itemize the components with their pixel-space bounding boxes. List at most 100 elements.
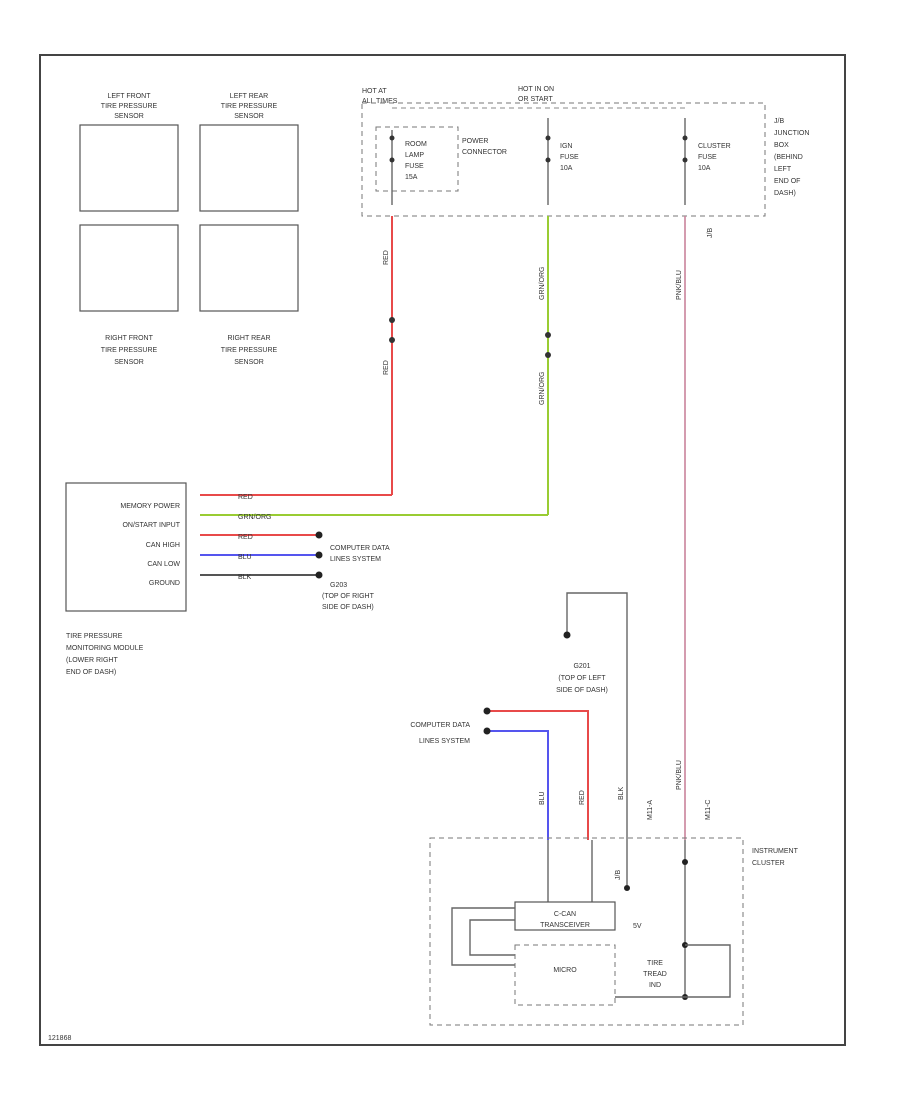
- sensor-label-line: LEFT REAR: [230, 93, 268, 100]
- ground-g201-label: (TOP OF LEFT: [558, 675, 606, 682]
- ign-fuse-label: FUSE: [560, 154, 579, 161]
- tpms-pin-label: MEMORY POWER: [120, 503, 180, 510]
- vertical-wires: RED RED GRN/ORG GRN/ORG PNK/BLU PNK/BLU: [383, 216, 686, 840]
- tpms-pin-label: CAN LOW: [147, 561, 180, 568]
- hot-at-all-times-label: HOT AT: [362, 88, 387, 95]
- micro-label: MICRO: [553, 967, 577, 974]
- can-transceiver-label: TRANSCEIVER: [540, 922, 590, 929]
- sensor-label-line: SENSOR: [114, 359, 144, 366]
- splice-dot: [545, 352, 551, 358]
- computer-data-lines-label: LINES SYSTEM: [330, 556, 381, 563]
- splice-dot: [389, 317, 395, 323]
- tire-tread-label: TIRE: [647, 960, 663, 967]
- junction-box-label: DASH): [774, 190, 796, 197]
- ground-dot: [563, 631, 571, 639]
- terminal-dot: [389, 135, 395, 141]
- connector-dot: [315, 571, 323, 579]
- tpms-module: MEMORY POWER ON/START INPUT CAN HIGH CAN…: [65, 482, 187, 676]
- cluster-fuse-label: 10A: [698, 165, 711, 172]
- instrument-cluster-label: CLUSTER: [752, 860, 785, 867]
- tpms-pin-label: GROUND: [149, 580, 180, 587]
- red-wire-label: RED: [579, 790, 586, 805]
- junction-box: ROOM LAMP FUSE 15A POWER CONNECTOR IGN F…: [361, 102, 809, 238]
- sensor-label-line: TIRE PRESSURE: [101, 103, 158, 110]
- black-wire-label: BLK: [618, 786, 625, 800]
- computer-data-lines-label: LINES SYSTEM: [419, 738, 470, 745]
- terminal-dot: [682, 157, 688, 163]
- blue-wire-label: BLU: [539, 791, 546, 805]
- right-front-sensor: RIGHT FRONT TIRE PRESSURE SENSOR: [79, 224, 179, 366]
- terminal-dot: [682, 859, 688, 865]
- room-lamp-fuse-label: 15A: [405, 174, 418, 181]
- power-connector-outline: [375, 126, 459, 192]
- terminal-dot: [389, 157, 395, 163]
- cluster-can-low-wire: [490, 730, 549, 840]
- can-transceiver-box: [514, 901, 616, 931]
- micro-outline: [514, 944, 616, 1006]
- ground-g201-label: SIDE OF DASH): [556, 687, 608, 694]
- terminal-dot: [682, 135, 688, 141]
- ground-g203-label: SIDE OF DASH): [322, 604, 374, 611]
- tpms-module-label: TIRE PRESSURE: [66, 633, 123, 640]
- pink-wire-label: PNK/BLU: [676, 270, 683, 300]
- sensor-label-line: SENSOR: [234, 359, 264, 366]
- room-lamp-fuse-label: LAMP: [405, 152, 424, 159]
- tire-tread-loop: [685, 944, 731, 998]
- cluster-fuse-label: FUSE: [698, 154, 717, 161]
- tpms-wires: RED GRN/ORG RED BLU BLK COMPUTER DATA LI…: [200, 494, 548, 611]
- cluster-wires: G201 (TOP OF LEFT SIDE OF DASH) COMPUTER…: [410, 592, 712, 840]
- red-wire-label: RED: [383, 250, 390, 265]
- terminal-dot: [545, 157, 551, 163]
- tpms-pin-label: CAN HIGH: [146, 542, 180, 549]
- tire-tread-label: TREAD: [643, 971, 667, 978]
- ground-g203-label: (TOP OF RIGHT: [322, 593, 375, 600]
- left-front-sensor-box: [79, 124, 179, 212]
- ground-g201-label: G201: [573, 663, 590, 670]
- instrument-cluster-outline: [429, 837, 744, 1026]
- splice-dot: [389, 337, 395, 343]
- junction-box-label: J/B: [774, 118, 784, 125]
- connector-dot: [483, 707, 491, 715]
- footer-code: 121868: [48, 1035, 71, 1042]
- sensor-label-line: SENSOR: [114, 113, 144, 120]
- right-front-sensor-box: [79, 224, 179, 312]
- tpms-module-label: END OF DASH): [66, 669, 116, 676]
- blue-wire-label: BLU: [238, 554, 252, 561]
- red-wire-label: RED: [238, 534, 253, 541]
- instrument-cluster: INSTRUMENT CLUSTER J/B C-CAN TRANSCEIVER…: [429, 837, 799, 1026]
- junction-box-label: LEFT: [774, 166, 792, 173]
- tpms-pin-label: ON/START INPUT: [122, 522, 180, 529]
- sensor-label-line: RIGHT REAR: [227, 335, 270, 342]
- sensor-label-line: TIRE PRESSURE: [221, 103, 278, 110]
- computer-data-lines-label: COMPUTER DATA: [330, 545, 390, 552]
- green-wire-label: GRN/ORG: [539, 372, 546, 405]
- left-rear-sensor: LEFT REAR TIRE PRESSURE SENSOR: [199, 93, 299, 212]
- five-volt-label: 5V: [633, 923, 642, 930]
- hot-in-on-label: HOT IN ON: [518, 86, 554, 93]
- room-lamp-fuse-label: ROOM: [405, 141, 427, 148]
- junction-box-label: END OF: [774, 178, 800, 185]
- jb-connector-label: J/B: [707, 228, 714, 238]
- hot-at-all-times-label: ALL TIMES: [362, 98, 398, 105]
- power-connector-label: CONNECTOR: [462, 149, 507, 156]
- connector-m11c-label: M11-C: [705, 800, 712, 820]
- red-wire-label: RED: [383, 360, 390, 375]
- junction-box-outline: [361, 102, 766, 217]
- black-wire-label: BLK: [238, 574, 252, 581]
- sensor-label-line: SENSOR: [234, 113, 264, 120]
- cluster-fuse-label: CLUSTER: [698, 143, 731, 150]
- right-rear-sensor-box: [199, 224, 299, 312]
- instrument-cluster-label: INSTRUMENT: [752, 848, 799, 855]
- diagram-frame: [39, 54, 846, 1046]
- terminal-dot: [545, 135, 551, 141]
- junction-box-label: JUNCTION: [774, 130, 809, 137]
- transceiver-loop-outer: [451, 907, 515, 966]
- computer-data-lines-label: COMPUTER DATA: [410, 722, 470, 729]
- power-connector-label: POWER: [462, 138, 488, 145]
- ground-dot: [624, 885, 630, 891]
- left-front-sensor: LEFT FRONT TIRE PRESSURE SENSOR: [79, 93, 179, 212]
- green-wire-label: GRN/ORG: [539, 267, 546, 300]
- pink-wire-label: PNK/BLU: [676, 760, 683, 790]
- sensor-label-line: TIRE PRESSURE: [101, 347, 158, 354]
